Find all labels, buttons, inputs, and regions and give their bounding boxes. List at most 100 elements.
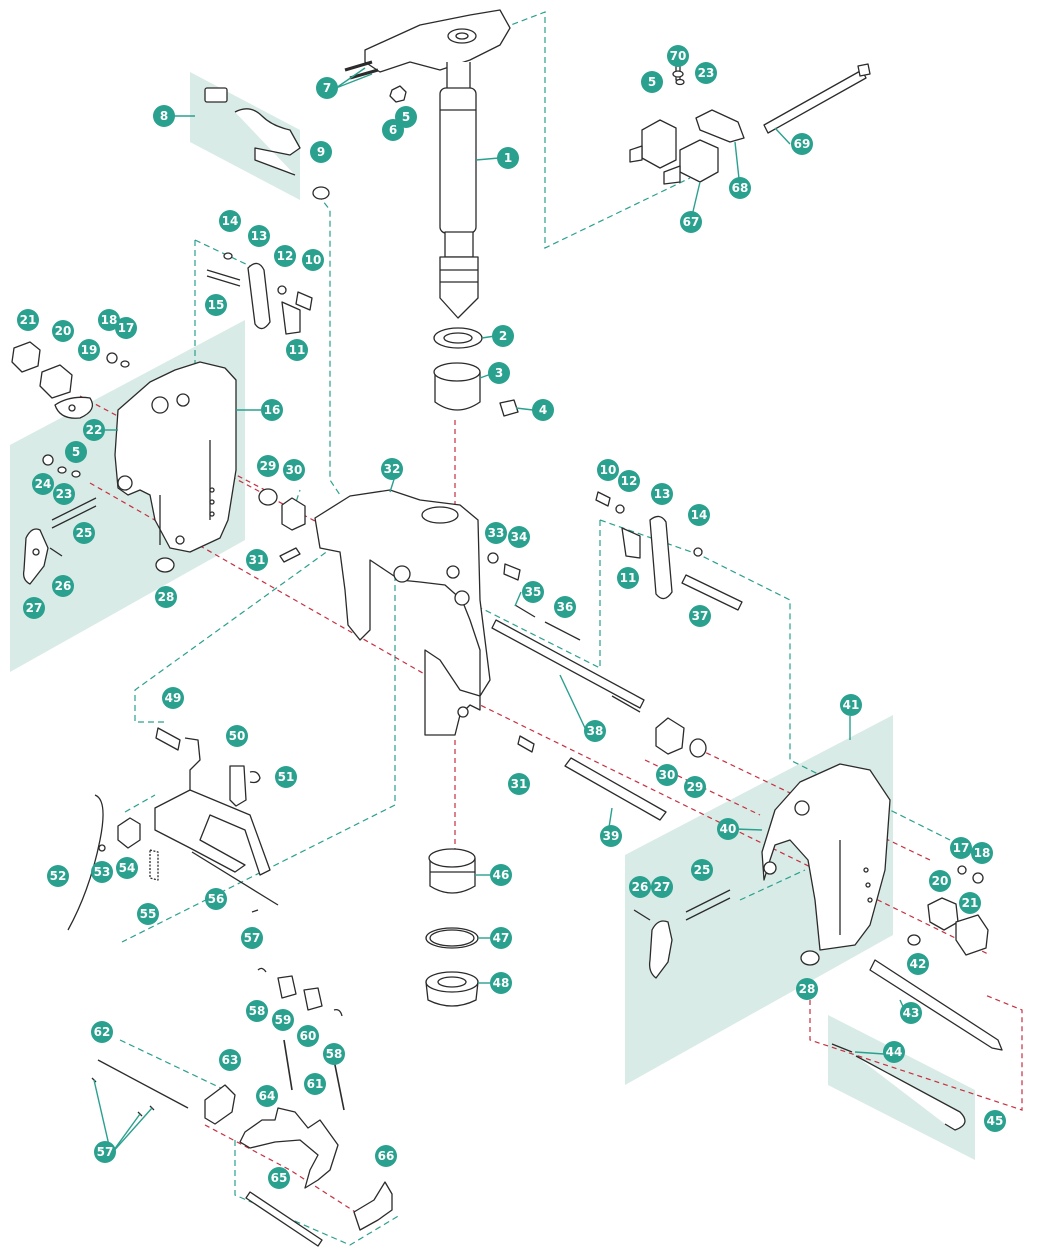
callout-23: 23 <box>53 483 75 505</box>
clamp-bracket-right <box>761 763 891 951</box>
callout-bubble <box>274 245 296 267</box>
callout-bubble <box>532 399 554 421</box>
nuts-left <box>11 341 130 419</box>
callout-31: 31 <box>246 549 268 571</box>
rod-44 <box>831 1043 853 1053</box>
callout-21: 21 <box>17 309 39 331</box>
callout-label: 26 <box>632 880 649 894</box>
screw-43 <box>869 959 1003 1051</box>
callout-bubble <box>684 776 706 798</box>
callout-bubble <box>257 455 279 477</box>
callout-bubble <box>490 927 512 949</box>
callout-label: 5 <box>72 445 80 459</box>
callout-label: 3 <box>495 366 503 380</box>
callout-bubble <box>382 119 404 141</box>
callout-23-2: 23 <box>695 62 717 84</box>
bushing-30-left <box>281 497 306 531</box>
bushing-3 <box>433 362 481 411</box>
callout-25-2: 25 <box>691 859 713 881</box>
leader-8 <box>124 794 156 813</box>
callout-bubble <box>219 1049 241 1071</box>
callout-label: 6 <box>389 123 397 137</box>
callout-label: 29 <box>687 780 704 794</box>
callout-29: 29 <box>257 455 279 477</box>
callout-bubble <box>241 927 263 949</box>
callout-42: 42 <box>907 953 929 975</box>
callout-58: 58 <box>246 1000 268 1022</box>
callout-bubble <box>597 459 619 481</box>
callout-label: 21 <box>962 896 979 910</box>
callout-2: 2 <box>492 325 514 347</box>
callout-bubble <box>656 764 678 786</box>
cap-9 <box>312 186 330 200</box>
lever-8 <box>204 87 301 176</box>
callout-label: 15 <box>208 298 225 312</box>
callout-label: 23 <box>698 66 715 80</box>
callout-label: 20 <box>55 324 72 338</box>
callout-label: 1 <box>504 151 512 165</box>
callout-bubble <box>205 888 227 910</box>
callout-bubble <box>840 694 862 716</box>
callout-13: 13 <box>248 225 270 247</box>
callout-label: 18 <box>101 313 118 327</box>
callout-bubble <box>584 720 606 742</box>
callout-bubble <box>600 825 622 847</box>
parts <box>11 9 1003 1247</box>
callout-60: 60 <box>297 1025 319 1047</box>
panel-top-left <box>190 72 300 200</box>
callout-label: 7 <box>323 81 331 95</box>
callout-18-2: 18 <box>971 842 993 864</box>
callout-bubble <box>91 1021 113 1043</box>
callout-label: 13 <box>251 229 268 243</box>
callout-32: 32 <box>381 458 403 480</box>
callout-label: 14 <box>691 508 708 522</box>
callout-label: 5 <box>402 110 410 124</box>
callout-bubble <box>629 876 651 898</box>
callout-bubble <box>717 818 739 840</box>
callout-label: 37 <box>692 609 709 623</box>
callout-68: 68 <box>729 177 751 199</box>
callout-bubble <box>52 320 74 342</box>
callout-label: 61 <box>307 1077 324 1091</box>
callout-1: 1 <box>497 147 519 169</box>
callout-bubble <box>688 504 710 526</box>
callout-label: 28 <box>799 982 816 996</box>
callout-6: 6 <box>382 119 404 141</box>
callout-bubble <box>618 470 640 492</box>
callout-label: 49 <box>165 691 182 705</box>
callout-label: 43 <box>903 1006 920 1020</box>
callout-bubble <box>219 210 241 232</box>
callout-70: 70 <box>667 45 689 67</box>
seal-48 <box>425 971 479 1007</box>
callout-label: 70 <box>670 49 687 63</box>
callout-bubble <box>153 105 175 127</box>
top-right-assembly <box>629 49 871 185</box>
cap-21-right <box>955 914 989 956</box>
callout-bubble <box>53 483 75 505</box>
callout-label: 67 <box>683 215 700 229</box>
callout-bubble <box>162 687 184 709</box>
callout-bubble <box>791 133 813 155</box>
callout-label: 58 <box>326 1047 343 1061</box>
callout-label: 35 <box>525 585 542 599</box>
callout-label: 36 <box>557 600 574 614</box>
callout-56: 56 <box>205 888 227 910</box>
callout-5-2: 5 <box>641 71 663 93</box>
callout-8: 8 <box>153 105 175 127</box>
callout-3: 3 <box>488 362 510 384</box>
callout-label: 17 <box>118 321 135 335</box>
callout-bubble <box>691 859 713 881</box>
callout-67: 67 <box>680 211 702 233</box>
callout-label: 30 <box>659 768 676 782</box>
callout-61: 61 <box>304 1073 326 1095</box>
callout-label: 31 <box>511 777 528 791</box>
callout-30-2: 30 <box>656 764 678 786</box>
callout-label: 42 <box>910 957 927 971</box>
callout-label: 51 <box>278 770 295 784</box>
pin-36 <box>544 621 581 641</box>
callout-label: 64 <box>259 1089 276 1103</box>
studs-7 <box>344 60 379 80</box>
callout-26: 26 <box>52 575 74 597</box>
callout-bubble <box>47 865 69 887</box>
callout-4: 4 <box>532 399 554 421</box>
